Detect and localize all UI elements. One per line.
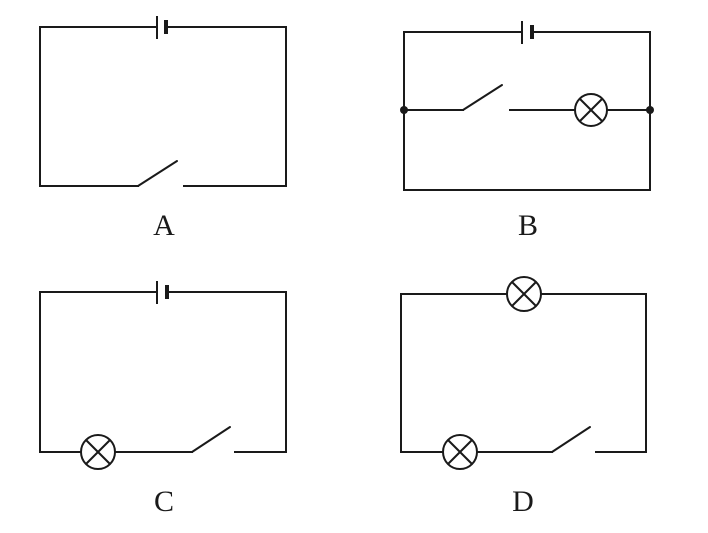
switch-icon bbox=[551, 426, 591, 453]
circuit-label-b: B bbox=[517, 209, 538, 242]
circuit-c-wire bbox=[39, 291, 287, 453]
junction-dot bbox=[400, 106, 408, 114]
circuit-a bbox=[39, 16, 287, 187]
battery-icon bbox=[156, 281, 169, 304]
switch-icon bbox=[137, 160, 178, 187]
switch-icon bbox=[191, 426, 231, 453]
circuit-label-c: C bbox=[153, 485, 174, 518]
circuit-d bbox=[400, 276, 647, 470]
circuit-a-wire bbox=[39, 26, 287, 187]
circuit-b-wire bbox=[403, 31, 651, 191]
junction-dot bbox=[646, 106, 654, 114]
battery-icon bbox=[521, 21, 534, 44]
circuit-c bbox=[39, 281, 287, 470]
lamp-icon bbox=[442, 434, 478, 470]
lamp-icon bbox=[506, 276, 542, 312]
circuit-d-wire bbox=[400, 293, 647, 453]
lamp-icon bbox=[574, 93, 608, 127]
circuit-label-d: D bbox=[512, 485, 534, 518]
circuit-b bbox=[400, 21, 654, 191]
circuit-label-a: A bbox=[153, 209, 175, 242]
switch-icon bbox=[462, 84, 503, 111]
lamp-icon bbox=[80, 434, 116, 470]
battery-icon bbox=[156, 16, 168, 39]
